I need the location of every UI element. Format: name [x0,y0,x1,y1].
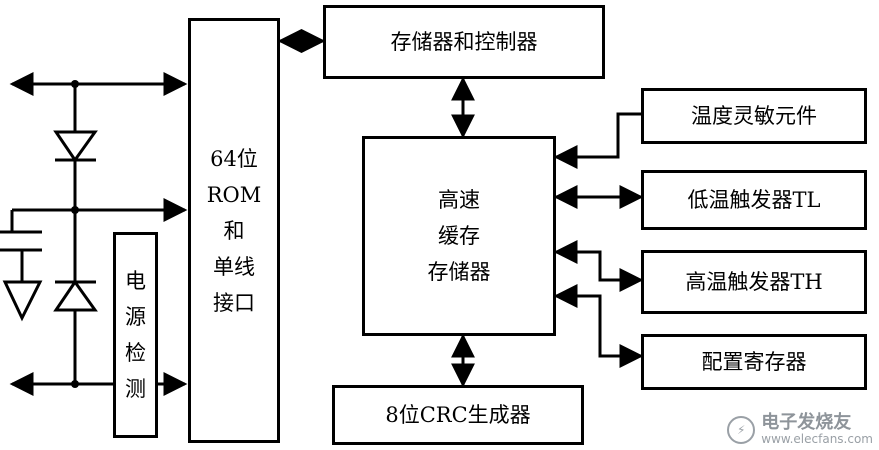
cache-memory-block: 高速 缓存 存储器 [362,136,556,336]
temperature-sensor-block: 温度灵敏元件 [641,88,867,144]
rom-line-4: 单线 [213,254,255,279]
cache-line-3: 存储器 [427,260,491,284]
rom-line-5: 接口 [213,290,255,315]
power-detect-line-1: 电 [125,269,146,293]
power-detect-line-3: 检 [125,341,146,365]
temperature-sensor-label: 温度灵敏元件 [691,103,817,128]
config-register-block: 配置寄存器 [641,334,867,390]
memory-controller-block: 存储器和控制器 [323,5,605,79]
rom-line-1: 64位 [210,146,258,171]
junction-dot [71,380,79,388]
crc-generator-label: 8位CRC生成器 [385,402,531,427]
crc-generator-block: 8位CRC生成器 [332,385,584,445]
low-trigger-label: 低温触发器TL [687,187,821,212]
low-trigger-block: 低温触发器TL [641,170,867,230]
high-trigger-block: 高温触发器TH [641,250,867,314]
cache-line-1: 高速 [438,188,480,212]
watermark-url: www.elecfans.com [761,431,873,446]
temp-sensor-arrow [553,112,641,169]
diode-bottom [53,279,98,312]
power-detect-line-2: 源 [125,305,146,329]
elecfans-logo-icon: ⚡ [727,415,756,444]
high-trigger-arrow [553,240,644,292]
power-detect-block: 电 源 检 测 [113,232,158,438]
junction-dot [71,80,79,88]
ground-symbol [2,280,43,322]
watermark: ⚡ 电子发烧友 www.elecfans.com [727,413,873,446]
rom-line-2: ROM [206,182,262,207]
high-trigger-label: 高温触发器TH [685,269,823,294]
power-detect-line-4: 测 [125,377,146,401]
rom-line-3: 和 [223,218,245,243]
cache-line-2: 缓存 [438,224,480,248]
junction-dot [71,206,79,214]
config-register-label: 配置寄存器 [701,349,807,374]
config-register-arrow [553,284,644,368]
diode-top [53,130,98,163]
rom-interface-block: 64位 ROM 和 单线 接口 [188,18,280,443]
memory-controller-label: 存储器和控制器 [390,29,538,54]
watermark-title: 电子发烧友 [761,412,852,434]
